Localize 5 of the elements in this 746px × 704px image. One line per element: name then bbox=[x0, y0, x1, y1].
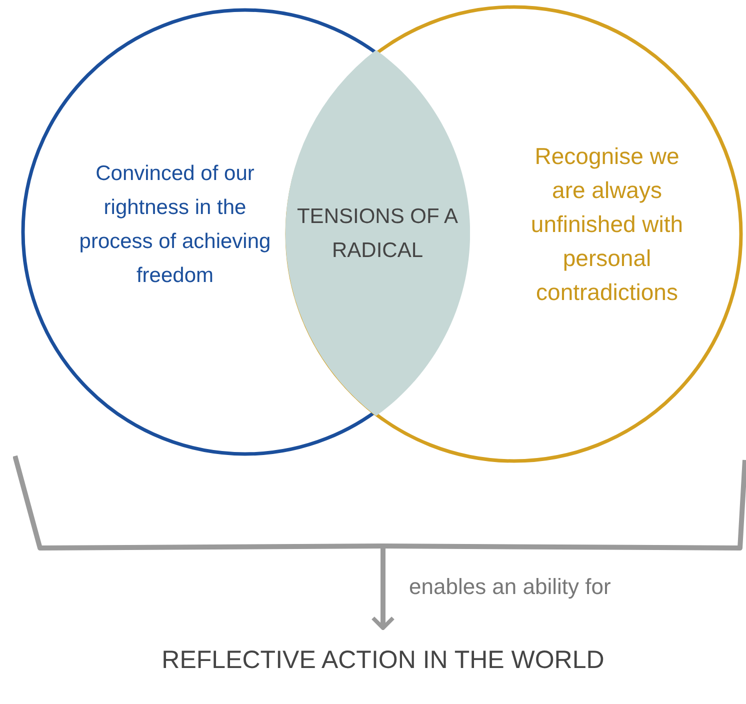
circle-text: Recognise we are always unfinished with personal contradictions bbox=[530, 142, 684, 307]
arrow bbox=[371, 548, 395, 630]
outcome-text: REFLECTIVE ACTION IN THE WORLD bbox=[162, 645, 604, 676]
circle-text: Convinced of our rightness in the process of achieving freedom bbox=[78, 161, 272, 289]
overlap-title: TENSIONS OF A RADICAL bbox=[296, 204, 460, 264]
